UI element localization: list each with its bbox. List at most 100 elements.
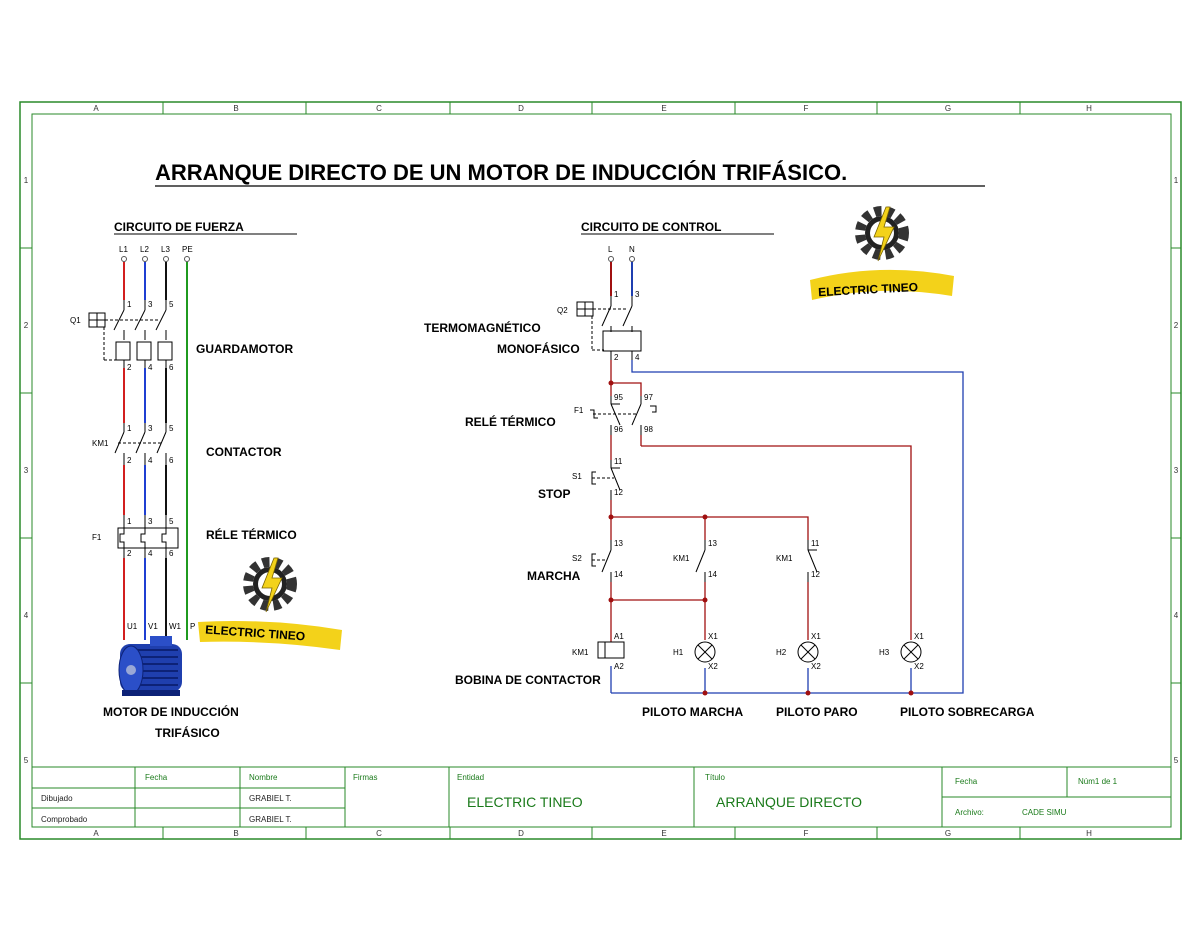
section-power-title: CIRCUITO DE FUERZA xyxy=(114,220,244,234)
zone-col: C xyxy=(376,829,382,838)
f1-terminal: 4 xyxy=(148,549,153,558)
zone-col: G xyxy=(945,829,951,838)
s2-terminal: 14 xyxy=(614,570,623,579)
motor-terminal: W1 xyxy=(169,622,182,631)
tb-entidad-header: Entidad xyxy=(457,773,484,782)
tb-nombre1: GRABIEL T. xyxy=(249,794,292,803)
tb-titulo-header: Título xyxy=(705,773,726,782)
q2-label: Q2 xyxy=(557,306,568,315)
s1-terminal: 12 xyxy=(614,488,623,497)
coil-terminal: A1 xyxy=(614,632,624,641)
ctrl-l-label: L xyxy=(608,245,613,254)
km1-terminal: 5 xyxy=(169,424,174,433)
line-l3-label: L3 xyxy=(161,245,170,254)
motor-label-line2: TRIFÁSICO xyxy=(155,725,220,740)
km1-label: KM1 xyxy=(92,439,109,448)
zone-col: A xyxy=(93,829,99,838)
piloto-paro-label: PILOTO PARO xyxy=(776,705,858,719)
motor-terminal: U1 xyxy=(127,622,138,631)
km1-terminal: 1 xyxy=(127,424,132,433)
f1-ctrl-terminal: 97 xyxy=(644,393,653,402)
zone-col: A xyxy=(93,104,99,113)
lamp-h2-label: H2 xyxy=(776,648,787,657)
q2-terminal: 1 xyxy=(614,290,619,299)
tb-archivo: Archivo: xyxy=(955,808,984,817)
zone-row: 4 xyxy=(24,611,29,620)
f1-terminal: 3 xyxy=(148,517,153,526)
zone-col: H xyxy=(1086,829,1092,838)
tb-dibujado: Dibujado xyxy=(41,794,73,803)
zone-col: H xyxy=(1086,104,1092,113)
lamp-terminal: X2 xyxy=(708,662,718,671)
stop-label: STOP xyxy=(538,487,570,501)
zone-col: D xyxy=(518,104,524,113)
zone-row: 5 xyxy=(24,756,29,765)
km1-terminal: 3 xyxy=(148,424,153,433)
zone-col: B xyxy=(233,104,238,113)
zone-col: B xyxy=(233,829,238,838)
tb-nombre2: GRABIEL T. xyxy=(249,815,292,824)
zone-row: 1 xyxy=(1174,176,1179,185)
lamp-terminal: X1 xyxy=(811,632,821,641)
termomagnetico-label: TERMOMAGNÉTICO xyxy=(424,320,541,335)
line-pe-label: PE xyxy=(182,245,193,254)
km1-aux-label: KM1 xyxy=(673,554,690,563)
motor-terminal: V1 xyxy=(148,622,158,631)
bobina-label: BOBINA DE CONTACTOR xyxy=(455,673,601,687)
q2-terminal: 3 xyxy=(635,290,640,299)
lamp-h3-label: H3 xyxy=(879,648,890,657)
km1-nc-terminal: 11 xyxy=(811,539,820,548)
q1-terminal: 5 xyxy=(169,300,174,309)
km1-aux-terminal: 13 xyxy=(708,539,717,548)
zone-col: E xyxy=(661,829,666,838)
sheet-frame: A B C D E F G H A B C D E F G H 1 2 3 4 … xyxy=(19,101,1182,840)
ctrl-n-label: N xyxy=(629,245,635,254)
logo-bottom-left: ELECTRIC TINEO xyxy=(198,557,342,650)
tb-titulo-value: ARRANQUE DIRECTO xyxy=(716,794,862,810)
zone-row: 1 xyxy=(24,176,29,185)
zone-col: C xyxy=(376,104,382,113)
rele-termico-label: RÉLE TÉRMICO xyxy=(206,527,297,542)
logo-top-right: ELECTRIC TINEO xyxy=(810,206,954,300)
km1-nc-label: KM1 xyxy=(776,554,793,563)
zone-row: 3 xyxy=(24,466,29,475)
tb-archivo-value: CADE SIMU xyxy=(1022,808,1067,817)
zone-col: G xyxy=(945,104,951,113)
q1-label: Q1 xyxy=(70,316,81,325)
tb-fecha-header: Fecha xyxy=(145,773,168,782)
zone-row: 3 xyxy=(1174,466,1179,475)
control-circuit: L N Q2 1 3 2 4 TERMOMAGNÉTICO MONOFÁSICO xyxy=(424,245,1035,719)
q1-terminal: 3 xyxy=(148,300,153,309)
lamp-terminal: X1 xyxy=(914,632,924,641)
piloto-sobrecarga-label: PILOTO SOBRECARGA xyxy=(900,705,1035,719)
f1-terminal: 2 xyxy=(127,549,132,558)
page-title: ARRANQUE DIRECTO DE UN MOTOR DE INDUCCIÓ… xyxy=(155,160,847,185)
q1-terminal: 4 xyxy=(148,363,153,372)
tb-entidad-value: ELECTRIC TINEO xyxy=(467,794,583,810)
f1-ctrl-terminal: 96 xyxy=(614,425,623,434)
lamp-terminal: X1 xyxy=(708,632,718,641)
zone-col: D xyxy=(518,829,524,838)
tb-num: Núm1 de 1 xyxy=(1078,777,1118,786)
monofasico-label: MONOFÁSICO xyxy=(497,341,580,356)
zone-row: 2 xyxy=(24,321,29,330)
q2-terminal: 4 xyxy=(635,353,640,362)
f1-ctrl-label: F1 xyxy=(574,406,584,415)
logo-text: ELECTRIC TINEO xyxy=(205,622,306,643)
power-circuit: L1 L2 L3 PE xyxy=(70,245,297,740)
f1-ctrl-terminal: 95 xyxy=(614,393,623,402)
motor-label-line1: MOTOR DE INDUCCIÓN xyxy=(103,704,239,719)
marcha-label: MARCHA xyxy=(527,569,581,583)
section-control-title: CIRCUITO DE CONTROL xyxy=(581,220,721,234)
tb-firmas-header: Firmas xyxy=(353,773,377,782)
piloto-marcha-label: PILOTO MARCHA xyxy=(642,705,743,719)
s2-label: S2 xyxy=(572,554,582,563)
s2-terminal: 13 xyxy=(614,539,623,548)
logo-text: ELECTRIC TINEO xyxy=(818,280,919,299)
km1-nc-terminal: 12 xyxy=(811,570,820,579)
km1-aux-terminal: 14 xyxy=(708,570,717,579)
f1-terminal: 5 xyxy=(169,517,174,526)
f1-terminal: 6 xyxy=(169,549,174,558)
motor-terminal: P xyxy=(190,622,195,631)
